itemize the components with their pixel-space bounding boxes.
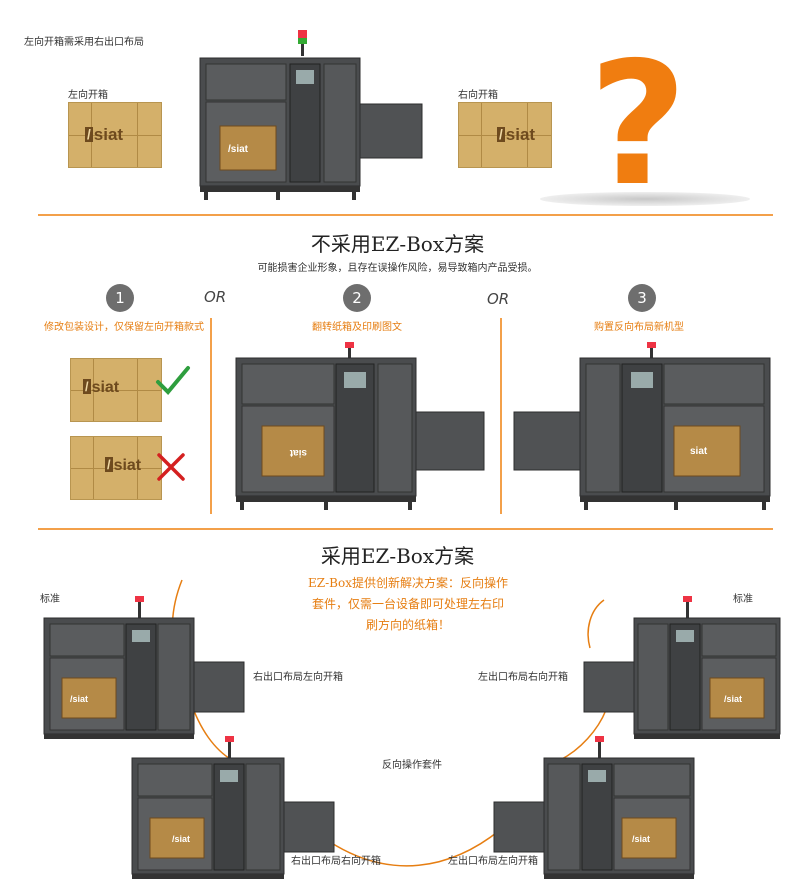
- carton-left-opening: /siat: [70, 358, 162, 422]
- option-2-label: 翻转纸箱及印刷图文: [312, 322, 402, 333]
- standard-label-right: 标准: [733, 594, 753, 605]
- divider: [38, 528, 773, 530]
- mirrored-logo: siat: [289, 447, 307, 458]
- carton-right-opening: /siat: [70, 436, 162, 500]
- case-erector-machine-bottom-right: /siat: [493, 736, 695, 879]
- divider: [500, 318, 502, 514]
- check-icon: [156, 366, 190, 395]
- question-mark-icon: ?: [588, 26, 688, 224]
- section-title-without-ezbox: 不采用EZ-Box方案: [310, 232, 485, 256]
- or-label: OR: [204, 288, 227, 306]
- siat-logo: /siat: [85, 125, 124, 144]
- ezbox-description: EZ-Box提供创新解决方案：反向操作 套件，仅需一台设备即可处理左右印 刷方向…: [308, 576, 508, 632]
- svg-text:/siat: /siat: [228, 144, 249, 155]
- standard-label-left: 标准: [40, 594, 60, 605]
- logo: siat: [690, 446, 708, 457]
- case-erector-machine-bottom-left: /siat: [131, 736, 335, 879]
- case-erector-machine-flipped-carton: siat: [235, 342, 485, 510]
- label-left-exit-left-opening: 左出口布局左向开箱: [448, 856, 538, 867]
- cross-icon: [157, 453, 185, 481]
- option-number-1: 1: [106, 284, 134, 312]
- carton-left-opening: /siat: [68, 102, 162, 168]
- right-opening-label: 右向开箱: [458, 90, 498, 101]
- section-title-with-ezbox: 采用EZ-Box方案: [320, 544, 475, 568]
- label-right-exit-right-opening: 右出口布局右向开箱: [291, 856, 381, 867]
- layout-caption: 左向开箱需采用右出口布局: [24, 37, 144, 48]
- option-number-2: 2: [343, 284, 371, 312]
- case-erector-machine-top-left: /siat: [43, 596, 245, 739]
- case-erector-machine-top-right: /siat: [583, 596, 781, 739]
- svg-text:/siat: /siat: [70, 694, 88, 704]
- reverse-operation-kit-label: 反向操作套件: [382, 760, 442, 771]
- svg-text:/siat: /siat: [724, 694, 742, 704]
- left-opening-label: 左向开箱: [68, 90, 108, 101]
- or-label: OR: [487, 290, 510, 308]
- siat-logo: /siat: [105, 457, 142, 474]
- divider: [210, 318, 212, 514]
- siat-logo: /siat: [497, 125, 536, 144]
- label-right-exit-left-opening: 右出口布局左向开箱: [253, 672, 343, 683]
- case-erector-machine-left-exit: siat: [513, 342, 771, 510]
- case-erector-machine-right-exit: /siat: [199, 30, 423, 200]
- shadow: [540, 192, 750, 206]
- siat-logo: /siat: [83, 379, 120, 396]
- option-3-label: 购置反向布局新机型: [594, 322, 684, 333]
- divider: [38, 214, 773, 216]
- label-left-exit-right-opening: 左出口布局右向开箱: [478, 672, 568, 683]
- option-1-label: 修改包装设计，仅保留左向开箱款式: [44, 322, 204, 333]
- option-number-3: 3: [628, 284, 656, 312]
- section-subtitle: 可能损害企业形象，且存在误操作风险，易导致箱内产品受损。: [257, 263, 538, 274]
- svg-text:/siat: /siat: [632, 834, 650, 844]
- svg-text:/siat: /siat: [172, 834, 190, 844]
- carton-right-opening: /siat: [458, 102, 552, 168]
